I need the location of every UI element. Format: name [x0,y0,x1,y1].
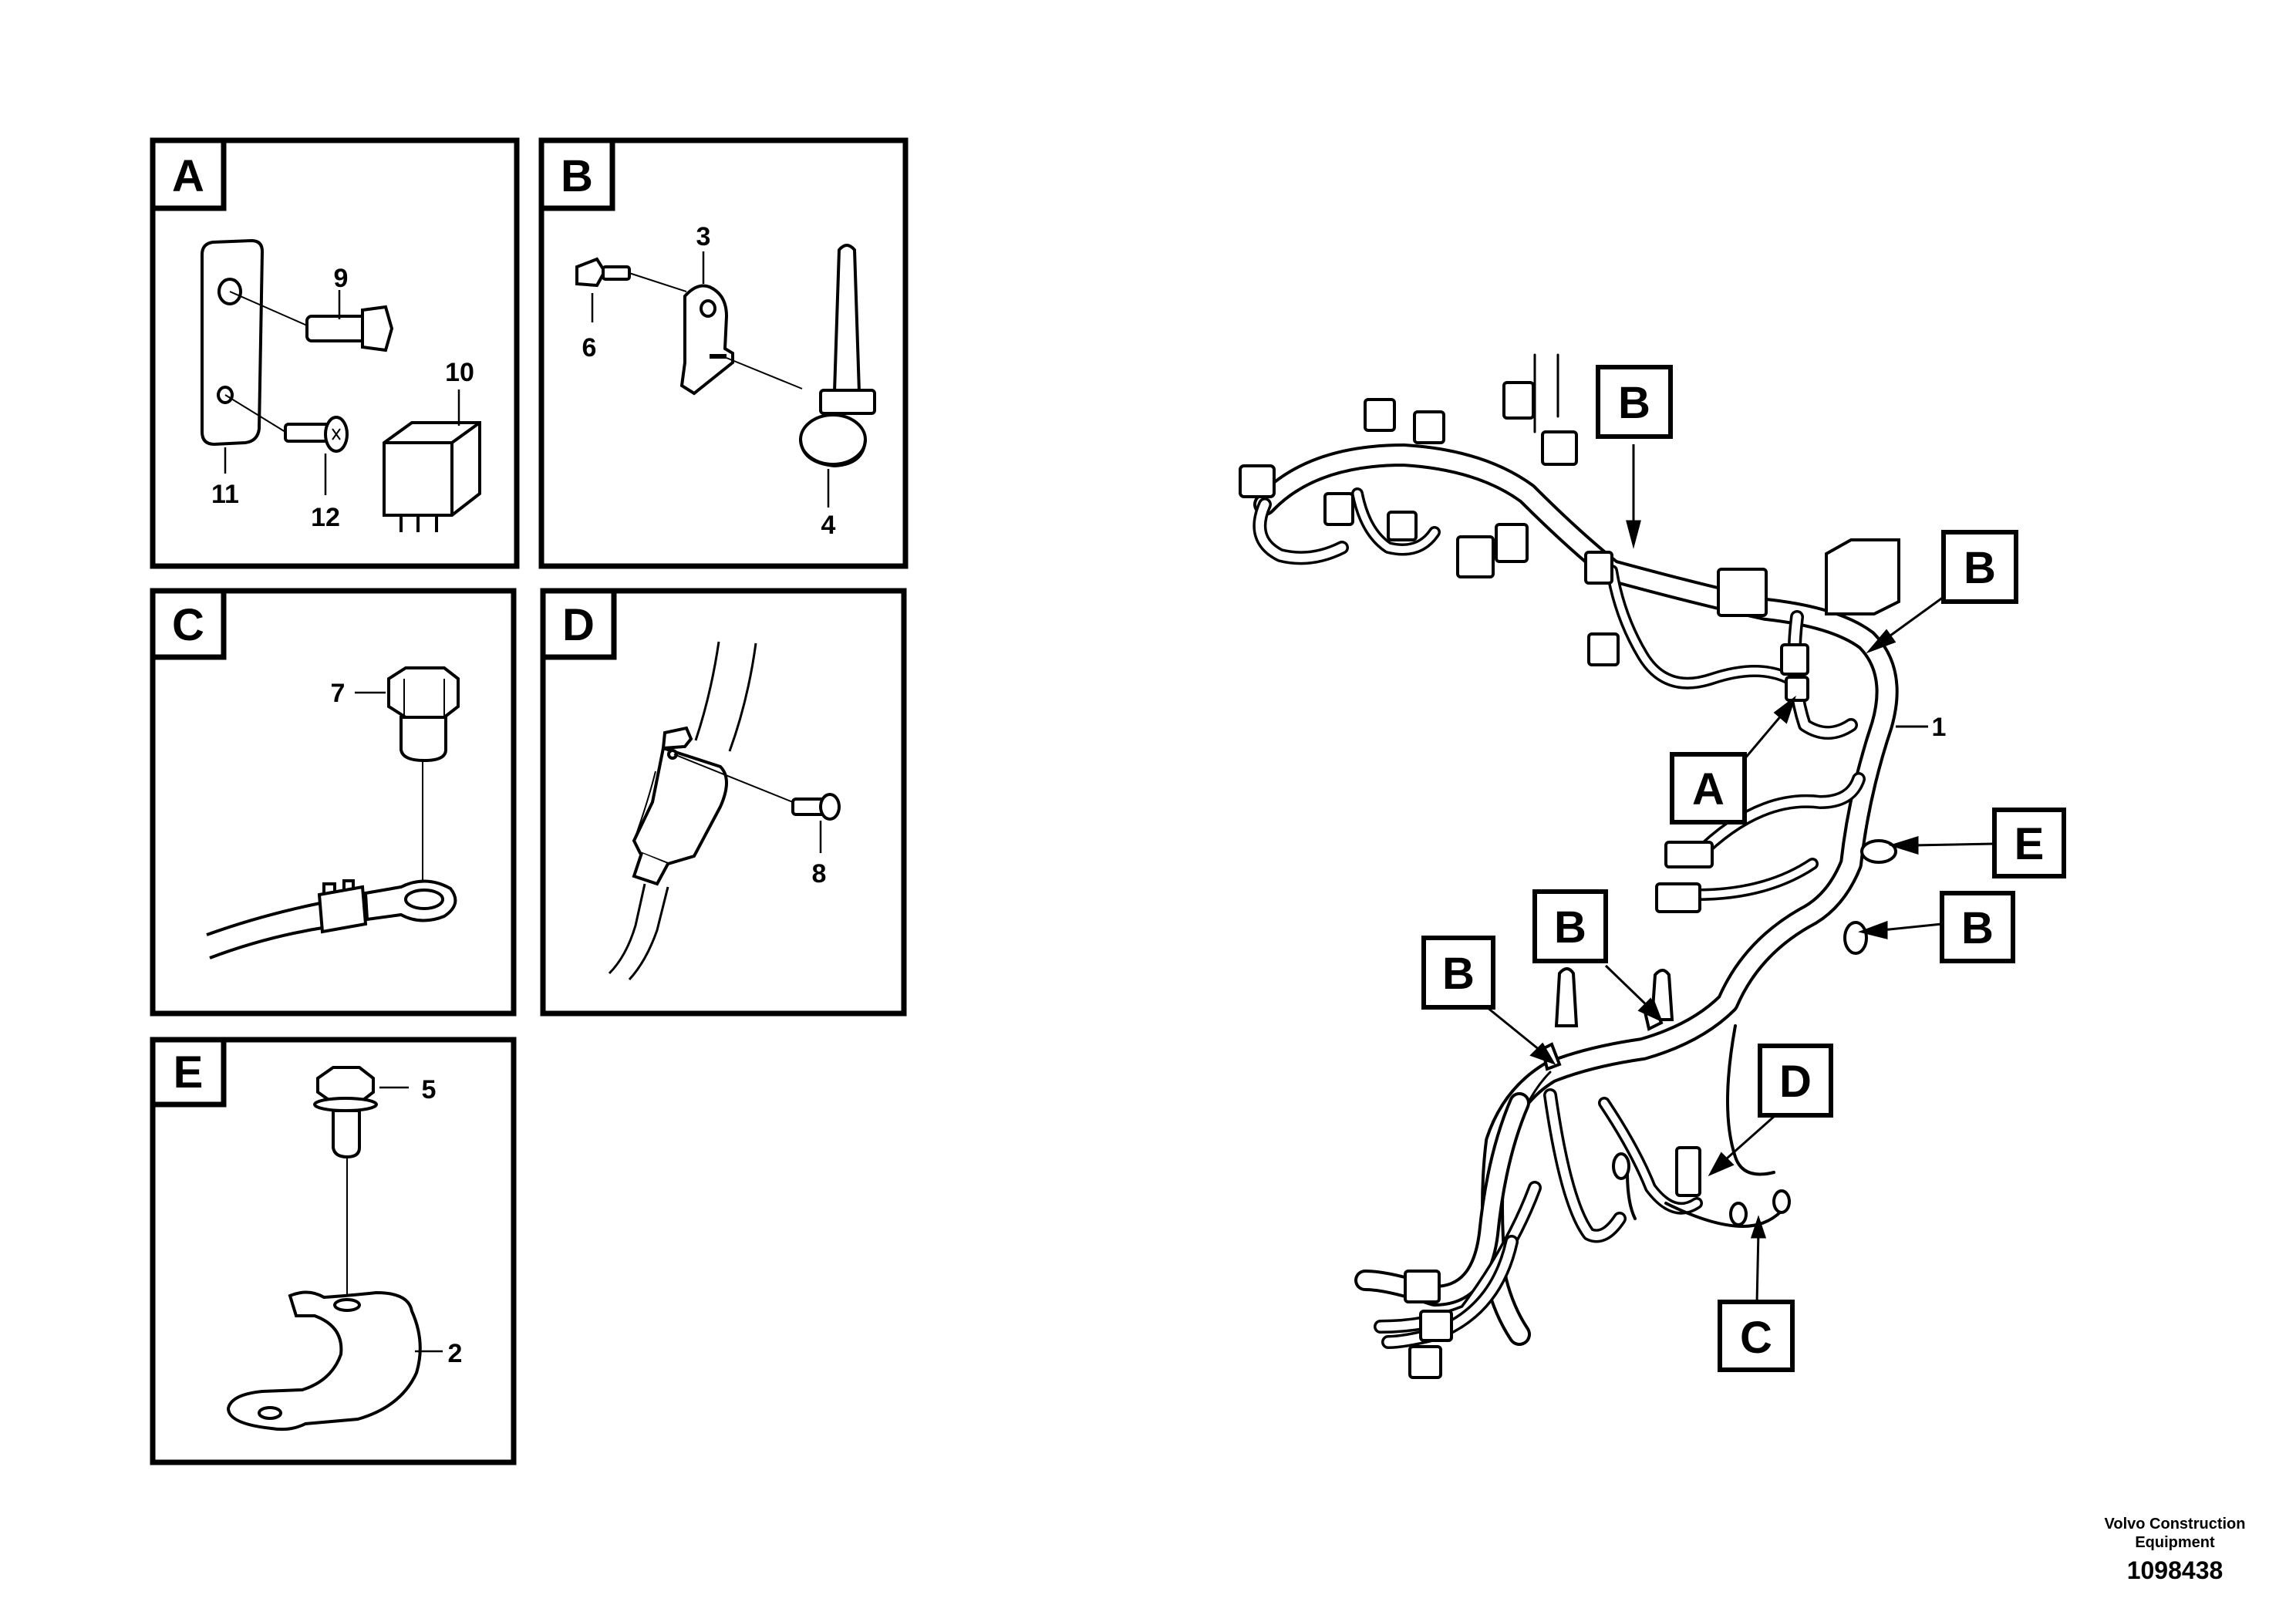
panel-b-letter: B [561,151,593,201]
part-number-12: 12 [311,503,340,532]
callout-e: E [2014,819,2045,869]
bolt-6 [575,257,687,292]
company-name-line1: Volvo Construction [2104,1516,2246,1533]
bracket-2 [226,1290,422,1431]
drawing-number: 1098438 [2126,1556,2224,1584]
callout-b-middle: B [1554,902,1586,953]
part-number-11: 11 [211,480,239,509]
part-number-8: 8 [812,859,827,889]
bolt-7 [387,666,460,889]
callout-c: C [1740,1313,1772,1363]
harness-connectors [1239,381,1900,1379]
panel-b: B 3 6 4 [538,137,909,569]
part-number-9: 9 [334,264,349,293]
drawing-credit: Volvo Construction Equipment 1098438 [2082,1515,2267,1586]
part-number-2: 2 [448,1339,463,1368]
ring-terminal-cable [206,879,457,959]
panel-e-letter: E [174,1047,204,1098]
wiring-harness-1 [1253,353,1899,1349]
panel-c-letter: C [172,600,204,650]
panel-e: E 5 2 [150,1037,517,1465]
bracket-plate-11 [201,238,265,447]
panel-d-letter: D [562,600,595,650]
callout-b-right-upper: B [1964,543,1996,593]
relay-10 [383,421,481,532]
part-number-1: 1 [1932,713,1947,742]
panel-c: C 7 [150,588,517,1017]
part-number-7: 7 [331,679,346,708]
part-number-10: 10 [445,358,474,387]
bracket-3 [679,284,734,396]
part-number-5: 5 [422,1075,437,1104]
part-number-6: 6 [582,333,597,363]
screw-8 [673,754,841,821]
callout-b-top: B [1618,378,1650,428]
callout-b-right-lower: B [1961,903,1994,953]
callout-a: A [1692,764,1725,814]
panel-a-letter: A [172,151,204,201]
bolt-9 [229,291,394,352]
callout-b-left: B [1442,949,1475,999]
callout-boxes [1421,365,2066,1372]
panel-a: A [150,137,520,569]
bolt-5 [313,1066,378,1300]
inline-connector-cable [608,641,757,981]
panel-d: D 8 [540,588,907,1017]
company-name-line2: Equipment [2135,1534,2215,1551]
callout-d: D [1779,1057,1812,1107]
cable-tie-4 [726,244,876,468]
part-number-3: 3 [696,222,711,251]
screw-12 [224,394,349,453]
part-number-4: 4 [821,511,836,540]
